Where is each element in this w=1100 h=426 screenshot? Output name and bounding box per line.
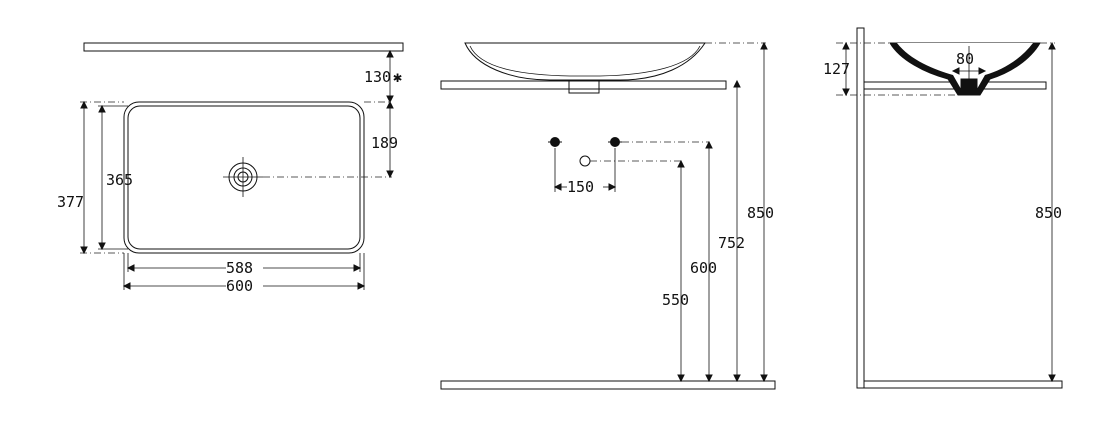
side-wall	[856, 27, 865, 389]
dim-counter-height-label: 752	[718, 234, 745, 252]
dim-total-height-label: 850	[747, 204, 774, 222]
side-view: 127 80 850	[823, 27, 1063, 389]
dim-outer-width-label: 600	[226, 277, 253, 295]
dim-outer-height	[80, 100, 88, 255]
side-floor	[863, 380, 1063, 389]
dim-outer-width	[122, 253, 366, 290]
dim-bowl-height-label: 127	[823, 60, 850, 78]
dim-top-gap-mark: ✱	[393, 68, 402, 86]
dim-supply-height-label: 600	[690, 259, 717, 277]
front-bowl	[464, 42, 706, 81]
dim-counter-height	[733, 79, 741, 383]
dim-top-gap-label: 130	[364, 68, 391, 86]
dim-inner-height-label: 365	[106, 171, 133, 189]
front-bowl-inner	[469, 45, 701, 77]
front-view: 150 550 600 752 850	[440, 41, 776, 390]
dim-outlet-height-label: 550	[662, 291, 689, 309]
front-countertop	[440, 80, 727, 90]
dim-drain-offset	[386, 100, 394, 179]
dim-drain-diameter	[951, 46, 987, 79]
basin-inner-outline	[127, 105, 361, 250]
dim-supply-height	[705, 140, 713, 383]
dim-drain-diameter-label: 80	[956, 50, 974, 68]
left-supply-valve-icon	[548, 137, 562, 147]
dim-inner-width-label: 588	[226, 259, 253, 277]
dim-inner-width	[126, 253, 362, 272]
dim-tap-spacing-label: 150	[567, 178, 594, 196]
right-supply-valve-icon	[608, 137, 622, 147]
dim-side-total-height	[1048, 41, 1056, 383]
dim-inner-height	[98, 104, 106, 251]
dim-tap-spacing	[553, 148, 617, 192]
top-view: 130 ✱ 189 365 377	[57, 42, 404, 295]
dim-side-total-height-label: 850	[1035, 204, 1062, 222]
side-drain-section	[960, 78, 978, 96]
front-floor	[440, 380, 776, 390]
top-view-wall-slab	[83, 42, 404, 52]
dim-top-gap	[386, 49, 394, 104]
drain-symbol	[223, 157, 263, 197]
basin-outer-outline	[123, 101, 365, 254]
dim-bowl-height	[842, 41, 850, 97]
dim-outlet-height	[677, 159, 685, 383]
dim-outer-height-label: 377	[57, 193, 84, 211]
front-drain-body	[568, 80, 600, 94]
side-bowl-interior	[897, 43, 1033, 89]
dim-drain-offset-label: 189	[371, 134, 398, 152]
dim-total-height	[760, 41, 768, 383]
waste-outlet-icon	[579, 155, 591, 167]
